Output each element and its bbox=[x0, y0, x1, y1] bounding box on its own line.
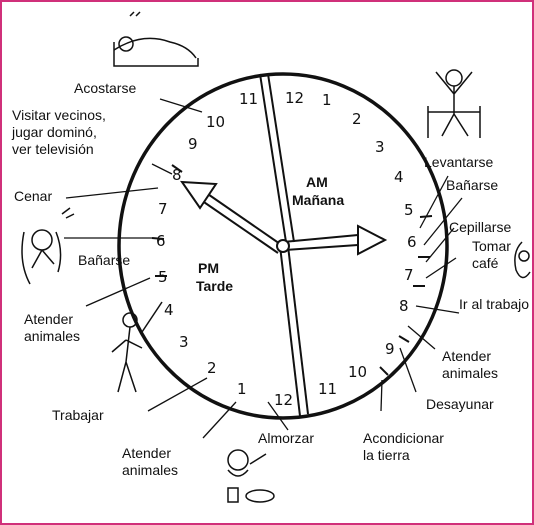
pm-1: 1 bbox=[237, 380, 247, 398]
label-trabajar: Trabajar bbox=[52, 407, 104, 424]
label-visitar-vecinos: Visitar vecinos, jugar dominó, ver telev… bbox=[12, 107, 106, 158]
bathing-person-illustration bbox=[22, 208, 74, 284]
eating-person-illustration bbox=[228, 450, 274, 502]
label-banarse-pm: Bañarse bbox=[78, 252, 130, 269]
am-2: 2 bbox=[352, 110, 362, 128]
am-1: 1 bbox=[322, 91, 332, 109]
am-7: 7 bbox=[404, 266, 414, 284]
pm-8: 8 bbox=[172, 166, 182, 184]
label-atender-animales-am: Atender animales bbox=[442, 348, 498, 382]
label-ir-al-trabajo: Ir al trabajo bbox=[459, 296, 529, 313]
pm-9: 9 bbox=[188, 135, 198, 153]
pm-sublabel: Tarde bbox=[196, 278, 233, 295]
label-cenar: Cenar bbox=[14, 188, 52, 205]
pm-7: 7 bbox=[158, 200, 168, 218]
am-4: 4 bbox=[394, 168, 404, 186]
am-sublabel: Mañana bbox=[292, 192, 344, 209]
label-acostarse: Acostarse bbox=[74, 80, 136, 97]
label-atender-animales-pm: Atender animales bbox=[24, 311, 80, 345]
pm-5: 5 bbox=[158, 268, 168, 286]
am-10: 10 bbox=[348, 363, 367, 381]
waking-person-illustration bbox=[428, 70, 480, 138]
pm-4: 4 bbox=[164, 301, 174, 319]
pm-2: 2 bbox=[207, 359, 217, 377]
label-acondicionar-tierra: Acondicionar la tierra bbox=[363, 430, 444, 464]
sleeping-person-illustration bbox=[114, 12, 198, 66]
pm-3: 3 bbox=[179, 333, 189, 351]
am-12: 12 bbox=[285, 89, 304, 107]
am-5: 5 bbox=[404, 201, 414, 219]
am-9: 9 bbox=[385, 340, 395, 358]
pm-6: 6 bbox=[156, 232, 166, 250]
label-atender-animales-pm2: Atender animales bbox=[122, 445, 178, 479]
label-desayunar: Desayunar bbox=[426, 396, 494, 413]
label-banarse-am: Bañarse bbox=[446, 177, 498, 194]
am-11: 11 bbox=[318, 380, 337, 398]
am-3: 3 bbox=[375, 138, 385, 156]
coffee-person-illustration bbox=[515, 242, 530, 278]
pm-11: 11 bbox=[239, 90, 258, 108]
am-8: 8 bbox=[399, 297, 409, 315]
pm-label: PM bbox=[198, 260, 219, 277]
am-label: AM bbox=[306, 174, 328, 191]
pm-12: 12 bbox=[274, 391, 293, 409]
pm-10: 10 bbox=[206, 113, 225, 131]
clock-center bbox=[277, 240, 289, 252]
label-cepillarse: Cepillarse bbox=[449, 219, 511, 236]
label-tomar-cafe: Tomar café bbox=[472, 238, 511, 272]
am-6: 6 bbox=[407, 233, 417, 251]
label-levantarse: Levantarse bbox=[424, 154, 493, 171]
label-almorzar: Almorzar bbox=[258, 430, 314, 447]
